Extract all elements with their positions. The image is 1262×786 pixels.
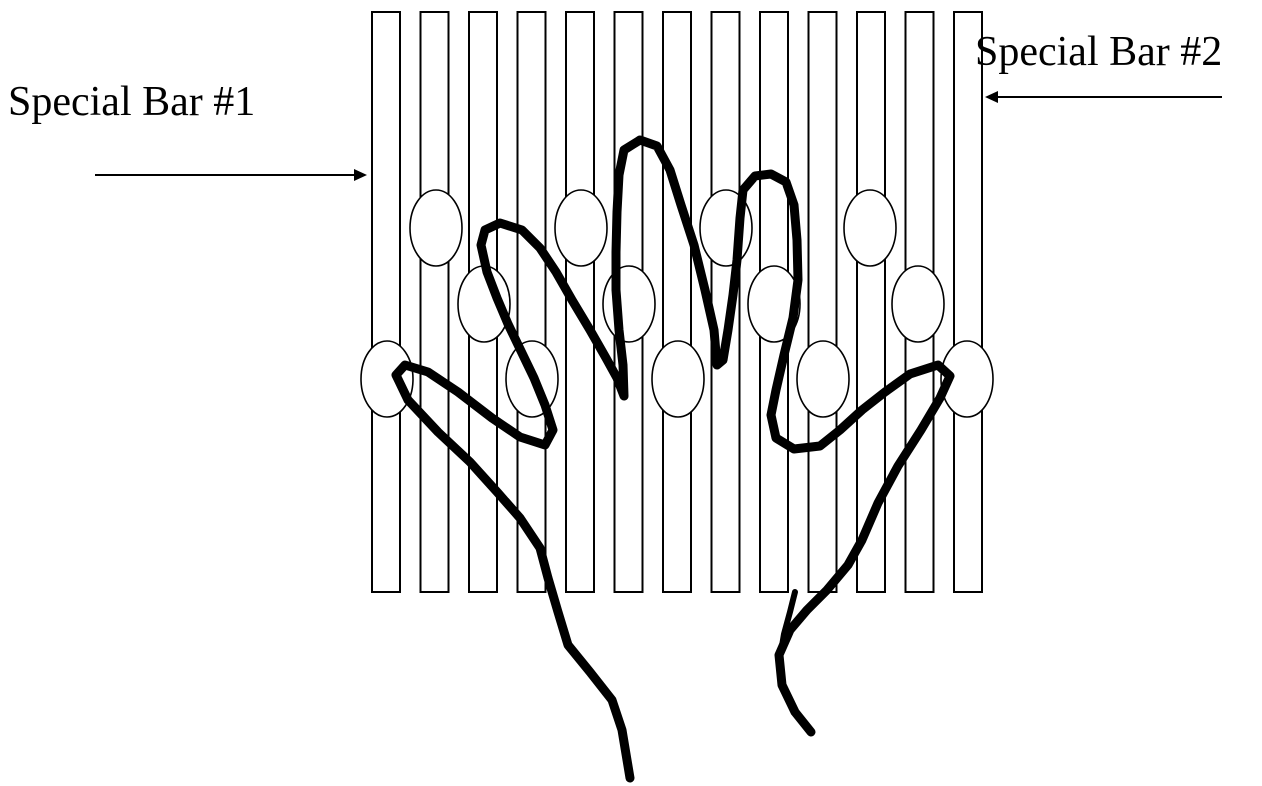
- oval-peg: [602, 265, 656, 343]
- oval-peg: [796, 340, 850, 418]
- oval-peg: [843, 189, 897, 267]
- oval-peg: [747, 265, 801, 343]
- cord-right-tail: [778, 589, 798, 655]
- special-bar-2-label: Special Bar #2: [975, 29, 1222, 75]
- oval-peg: [554, 189, 608, 267]
- vertical-bar: [371, 11, 401, 593]
- oval-peg: [360, 340, 414, 418]
- special-bar-1-label: Special Bar #1: [8, 79, 255, 125]
- oval-peg: [940, 340, 994, 418]
- vertical-bar: [807, 11, 838, 593]
- special-bar-1-callout: Special Bar #1: [8, 79, 367, 181]
- vertical-bar: [953, 11, 983, 593]
- oval-peg: [409, 189, 463, 267]
- special-bar-1-arrowhead-icon: [354, 169, 367, 181]
- vertical-bar: [662, 11, 692, 593]
- oval-peg: [651, 340, 705, 418]
- cord-left-strand: [391, 135, 955, 783]
- vertical-bar: [516, 11, 547, 593]
- vertical-bar: [419, 11, 450, 593]
- special-bar-2-arrowhead-icon: [985, 91, 998, 103]
- looped-cord: [391, 135, 955, 783]
- special-bar-2-callout: Special Bar #2: [975, 29, 1222, 103]
- oval-peg: [891, 265, 945, 343]
